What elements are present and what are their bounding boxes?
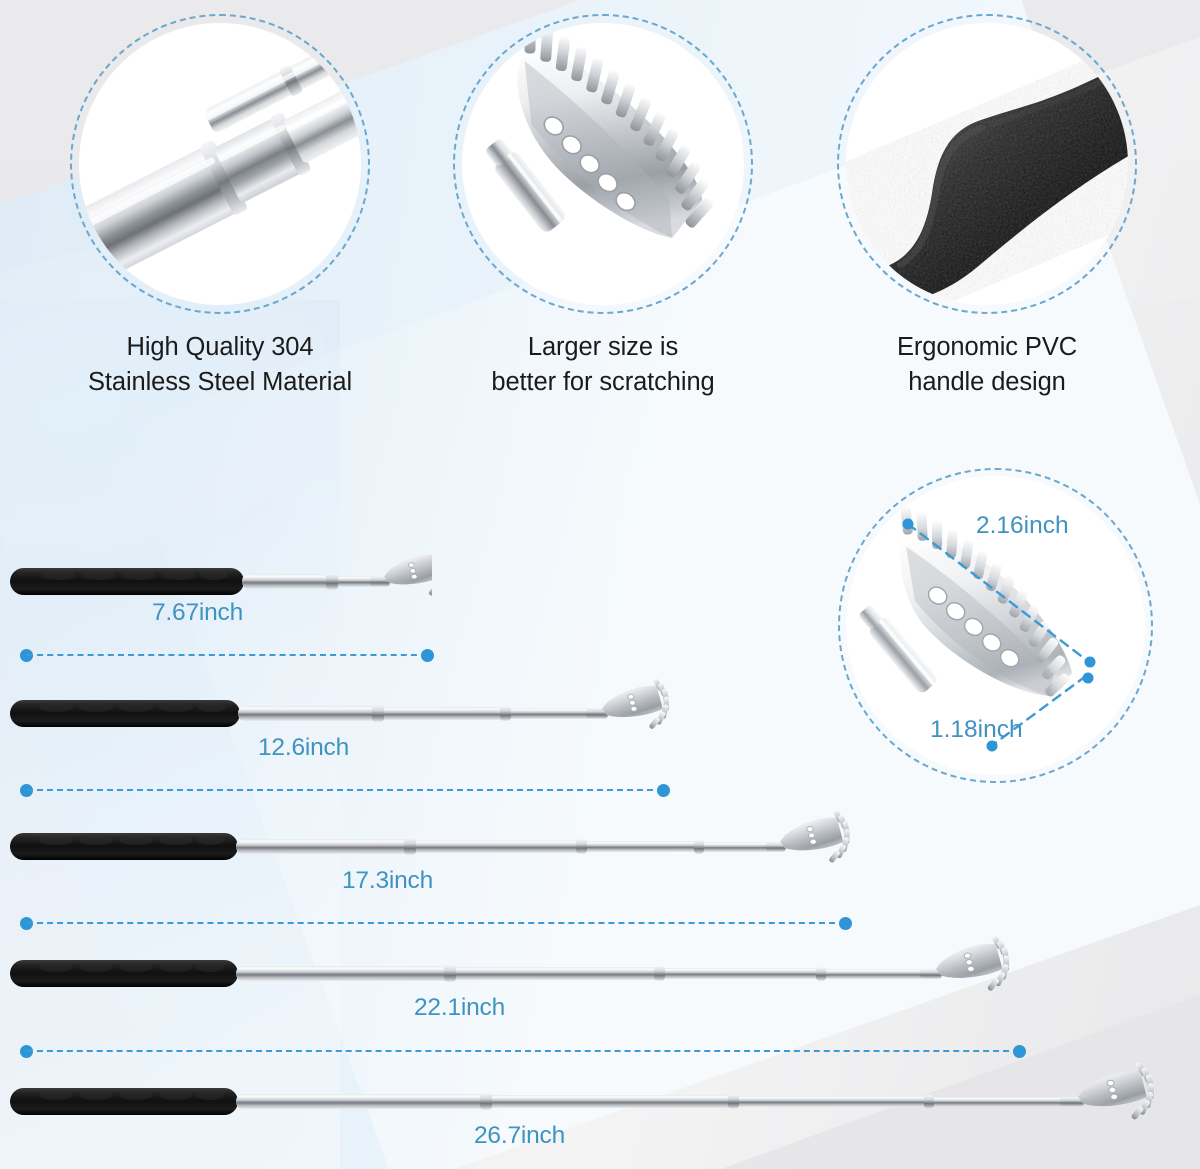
back-scratcher-3 <box>10 810 850 863</box>
feature-pvc-handle: Ergonomic PVC handle design <box>822 14 1152 399</box>
dimension-dash <box>27 922 845 924</box>
dimension-dot-left <box>20 784 33 797</box>
feature-caption-line1: High Quality 304 <box>126 333 314 361</box>
length-dimension-line-3 <box>20 916 852 930</box>
feature-circle <box>837 14 1137 314</box>
length-label-1: 7.67inch <box>152 599 244 626</box>
head-dimension-detail: 2.16inch 1.18inch <box>838 468 1153 783</box>
back-scratcher-2 <box>10 678 670 729</box>
feature-circle-dashed-border <box>453 14 753 314</box>
dimension-dot-left <box>20 1045 33 1058</box>
length-label-2: 12.6inch <box>258 734 350 761</box>
head-height-label: 1.18inch <box>930 716 1023 743</box>
length-dimension-line-2 <box>20 783 670 797</box>
length-rows: 7.67inch <box>0 430 1200 1169</box>
feature-row: High Quality 304 Stainless Steel Materia… <box>0 0 1200 430</box>
feature-caption: Larger size is better for scratching <box>438 330 768 399</box>
feature-circle-dashed-border <box>837 14 1137 314</box>
dimension-dot-right <box>657 784 670 797</box>
length-label-3: 17.3inch <box>342 867 434 894</box>
length-label-4: 22.1inch <box>414 994 506 1021</box>
back-scratcher-1 <box>10 554 432 596</box>
back-scratcher-5 <box>10 1062 1154 1120</box>
feature-larger-head: Larger size is better for scratching <box>438 14 768 399</box>
dimension-dot-left <box>20 649 33 662</box>
feature-caption-line1: Larger size is <box>527 333 679 361</box>
back-scratcher-4 <box>10 935 1010 991</box>
dimension-dot-left <box>20 917 33 930</box>
feature-steel-material: High Quality 304 Stainless Steel Materia… <box>55 14 385 399</box>
feature-caption-line2: Stainless Steel Material <box>87 367 353 396</box>
feature-circle <box>453 14 753 314</box>
dimension-dash <box>27 654 427 656</box>
dimension-dash <box>27 1050 1019 1052</box>
feature-caption: Ergonomic PVC handle design <box>822 330 1152 399</box>
feature-caption: High Quality 304 Stainless Steel Materia… <box>55 330 385 399</box>
length-label-5: 26.7inch <box>474 1122 566 1149</box>
feature-circle <box>70 14 370 314</box>
feature-circle-dashed-border <box>70 14 370 314</box>
length-dimension-line-4 <box>20 1044 1026 1058</box>
head-width-label: 2.16inch <box>976 512 1069 539</box>
dimension-dot-right <box>1013 1045 1026 1058</box>
feature-caption-line2: handle design <box>908 367 1066 396</box>
dimension-dot-right <box>839 917 852 930</box>
dimension-dot-right <box>421 649 434 662</box>
feature-caption-line1: Ergonomic PVC <box>896 333 1078 361</box>
feature-caption-line2: better for scratching <box>491 367 715 396</box>
dimension-dash <box>27 789 663 791</box>
head-detail-dashed-border <box>838 468 1153 783</box>
length-dimension-line-1 <box>20 648 434 662</box>
